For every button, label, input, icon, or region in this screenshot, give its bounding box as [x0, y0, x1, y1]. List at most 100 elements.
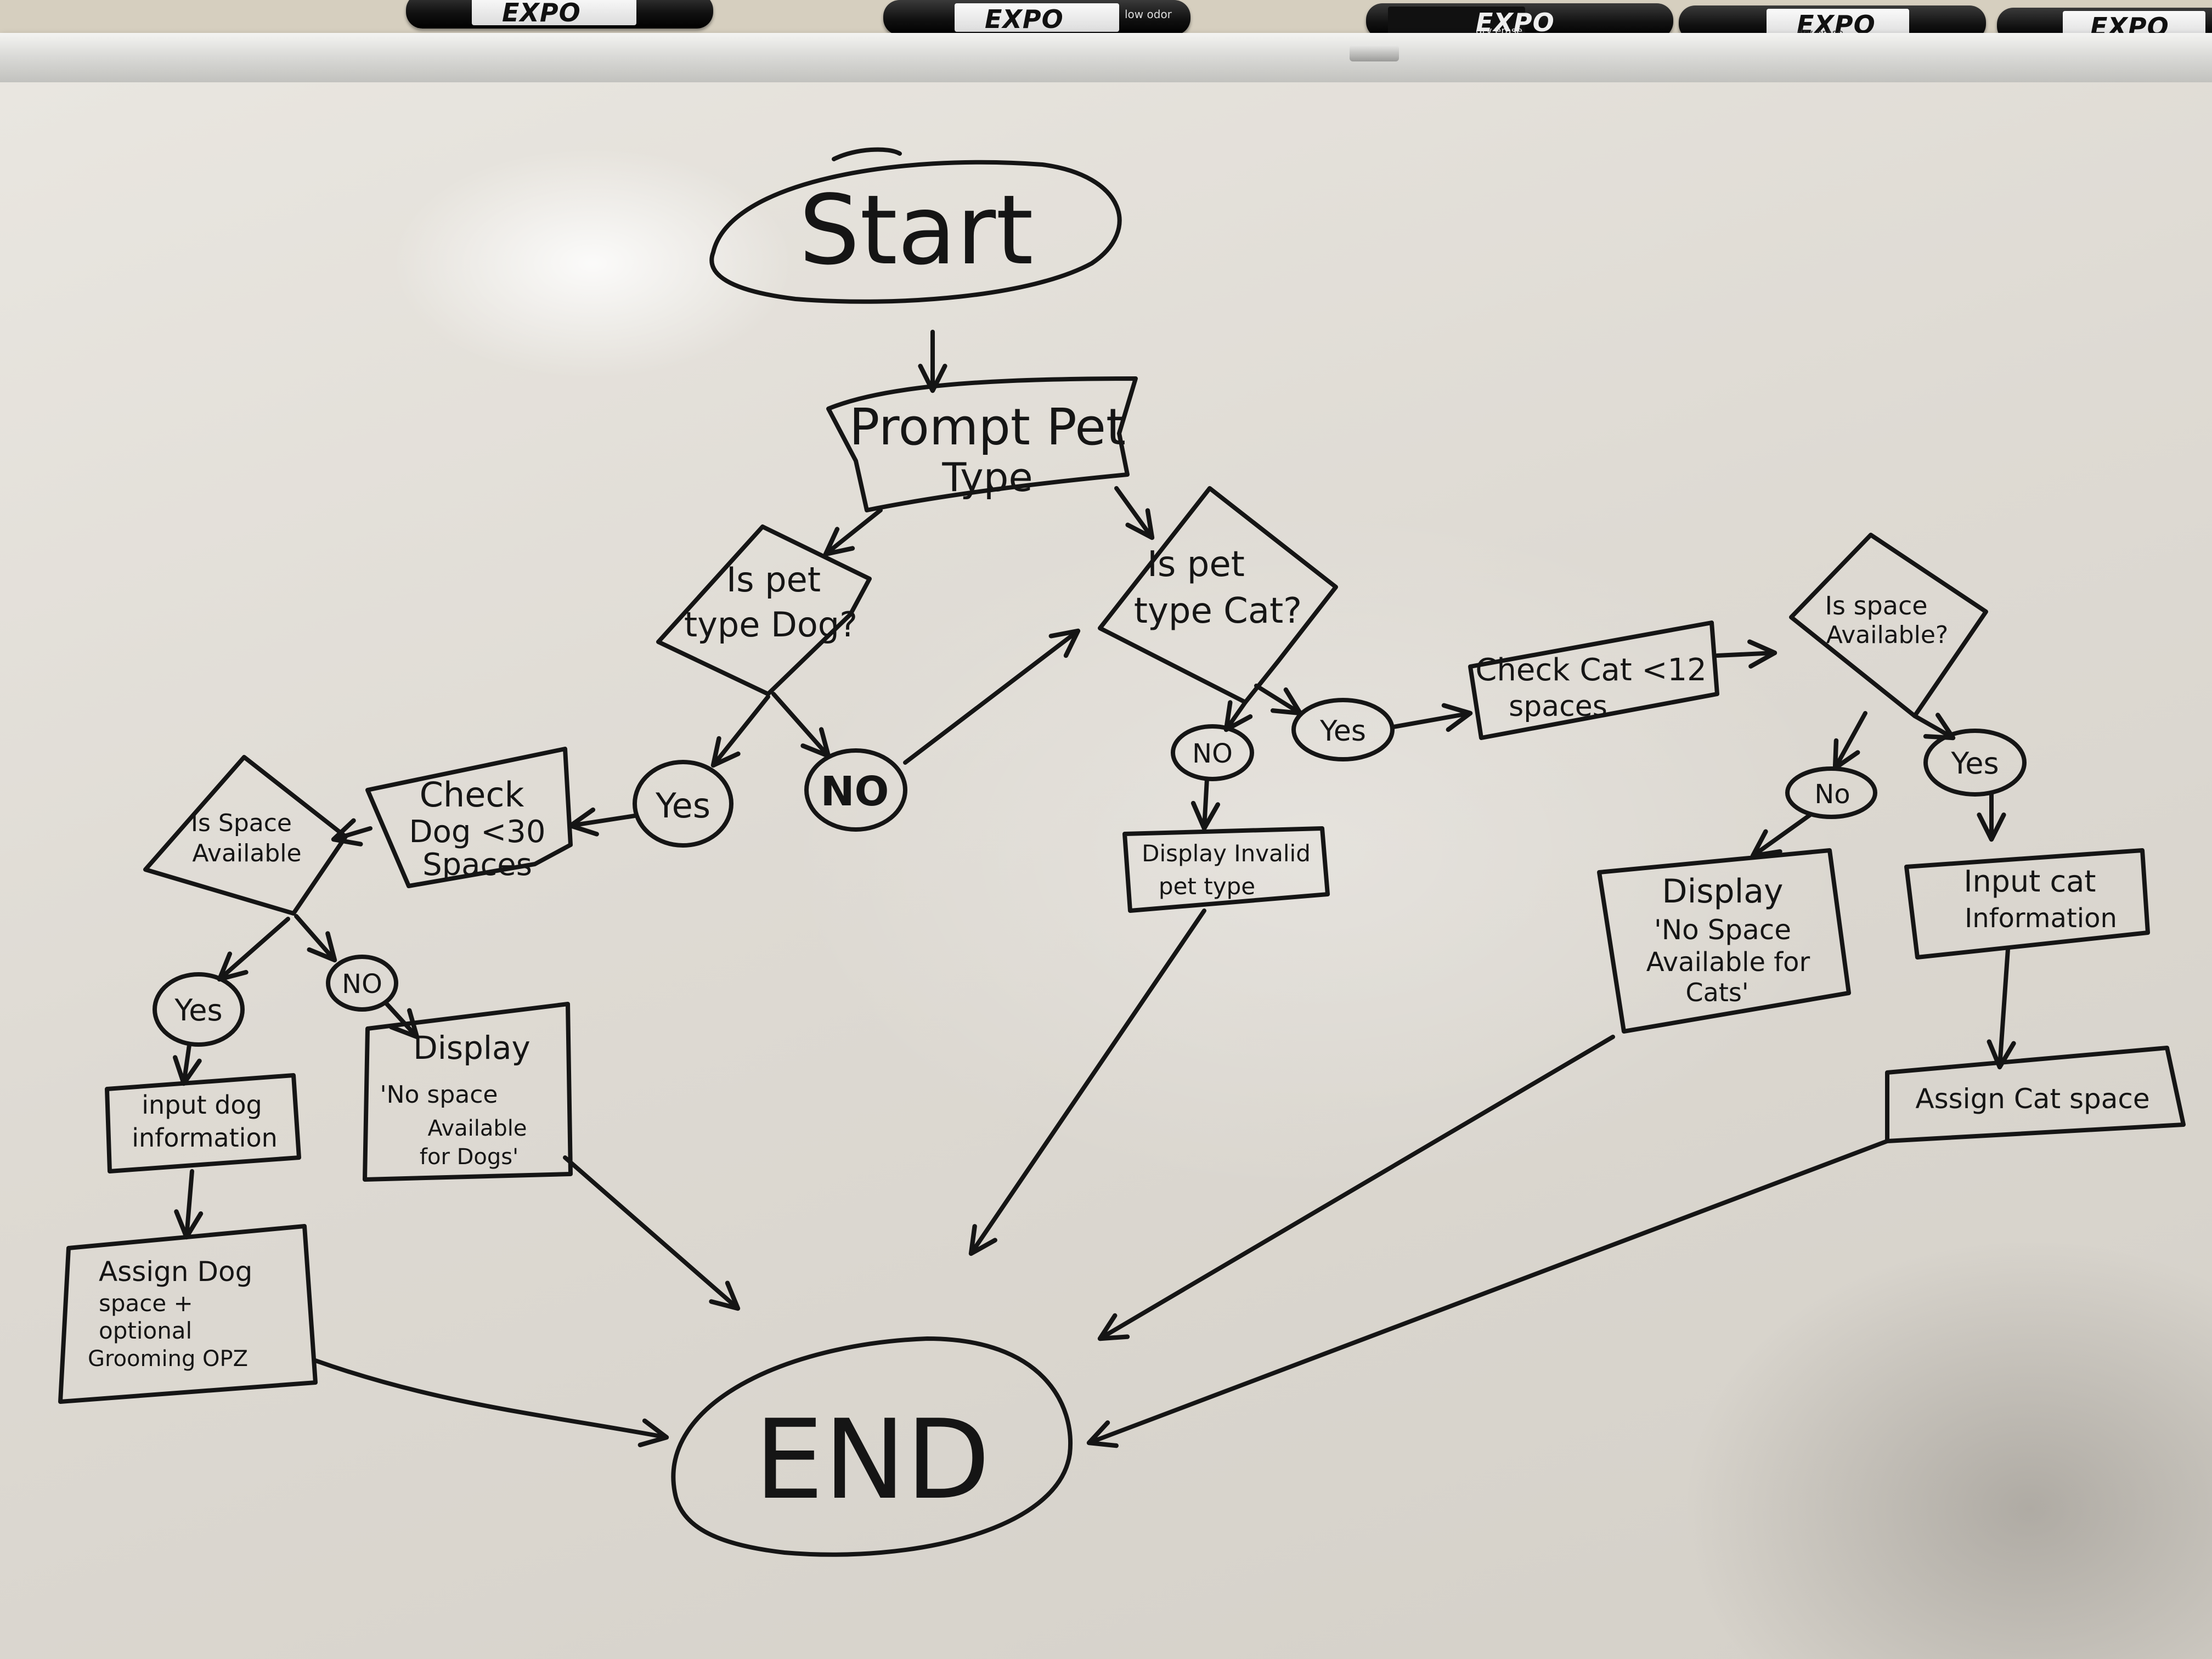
space-dog-label-line-1: Is Space — [191, 809, 292, 837]
assign-dog-label-line-1: Assign Dog — [99, 1256, 252, 1288]
check-dog-label-line-1: Check — [420, 775, 524, 815]
arrow-displaydog-end — [563, 1155, 741, 1311]
check-dog-box — [365, 747, 573, 888]
display-invalid-line-1: Display Invalid — [1142, 840, 1311, 867]
arrow-no-to-cat — [903, 628, 1081, 765]
arrow-inputcat-assign — [1987, 947, 2016, 1070]
expo-marker-2: EXPO low odor — [883, 0, 1190, 35]
arrow-prompt-cat — [1114, 486, 1155, 540]
arrow-cat-no — [1223, 700, 1253, 732]
arrow-no-invalid — [1190, 777, 1221, 831]
expo-marker-1: EXPO — [406, 0, 713, 29]
arrow-displaycat-end — [1097, 1035, 1615, 1341]
check-cat-box — [1468, 620, 1719, 740]
display-no-cat-line-2: 'No Space — [1654, 914, 1791, 946]
display-no-dog-box — [363, 1002, 573, 1182]
arrow-invalid-end — [968, 909, 1206, 1256]
display-invalid-line-2: pet type — [1159, 873, 1255, 900]
expo-marker-3: EXPO dry erase — [1366, 3, 1673, 38]
is-cat-decision — [1098, 486, 1338, 704]
no-dog-space-circle — [326, 955, 398, 1012]
no-dog-circle — [804, 748, 907, 832]
yes-cat-space-label: Yes — [1950, 746, 1999, 781]
assign-cat-label: Assign Cat space — [1915, 1083, 2149, 1115]
arrow-checkdog-space — [331, 818, 373, 847]
prompt-label-line-2: Type — [941, 454, 1032, 500]
display-no-dog-line-3: Available — [427, 1116, 527, 1141]
display-invalid-box — [1122, 826, 1330, 913]
input-cat-box — [1904, 848, 2150, 960]
arrow-no-displaydog — [385, 1002, 420, 1040]
arrow-assigncat-end — [1086, 1139, 1889, 1448]
assign-cat-box — [1885, 1046, 2186, 1143]
input-cat-line-2: Information — [1965, 903, 2117, 934]
is-dog-label-line-2: type Dog? — [684, 605, 857, 645]
no-cat-space-circle — [1785, 766, 1877, 819]
check-cat-line-1: Check Cat <12 — [1475, 652, 1706, 688]
input-dog-box — [105, 1073, 301, 1173]
yes-cat-label: Yes — [1319, 715, 1366, 748]
arrow-inputdog-assign — [174, 1169, 204, 1240]
arrow-yes-checkdog — [568, 807, 637, 837]
arrow-prompt-dog — [823, 508, 883, 557]
marker-brand-label: EXPO — [1476, 8, 1555, 37]
yes-cat-circle — [1291, 698, 1395, 761]
marker-brand-label: EXPO — [502, 0, 581, 27]
connectors — [172, 330, 2016, 1448]
no-cat-space-label: No — [1814, 779, 1850, 810]
arrow-cat-yes — [1254, 684, 1303, 716]
display-no-cat-line-3: Available for — [1646, 947, 1810, 978]
display-no-cat-line-4: Cats' — [1686, 978, 1749, 1007]
end-terminal — [671, 1336, 1073, 1557]
arrow-dog-yes — [710, 695, 770, 768]
yes-dog-label: Yes — [655, 786, 710, 826]
start-label: Start — [799, 175, 1034, 286]
space-dog-label-line-2: Available — [192, 839, 301, 867]
marker-brand-label: EXPO — [985, 4, 1064, 34]
assign-dog-label-line-3: optional — [99, 1317, 192, 1344]
assign-dog-label-line-4: Grooming OPZ — [88, 1346, 248, 1372]
yes-dog-space-circle — [153, 972, 245, 1047]
assign-dog-label-line-2: space + — [99, 1290, 193, 1317]
assign-dog-box — [58, 1224, 318, 1404]
input-cat-line-1: Input cat — [1964, 864, 2096, 899]
end-label: END — [754, 1396, 990, 1524]
yes-dog-circle — [633, 760, 733, 848]
tray-clip — [1350, 45, 1399, 61]
no-dog-space-label: NO — [342, 969, 382, 1000]
space-cat-line-2: Available? — [1826, 621, 1949, 649]
arrow-space-no — [294, 914, 337, 963]
check-cat-line-2: spaces — [1509, 690, 1607, 723]
space-cat-decision — [1789, 533, 1988, 718]
arrow-checkcat-space — [1715, 639, 1778, 669]
prompt-label-line-1: Prompt Pet — [849, 398, 1126, 456]
no-dog-label: NO — [821, 768, 889, 815]
marker-sub-label: low odor — [1125, 8, 1172, 21]
no-cat-circle — [1171, 724, 1254, 781]
arrow-assign-end — [313, 1358, 669, 1448]
yes-dog-space-label: Yes — [174, 993, 222, 1028]
arrow-yes-inputdog — [172, 1043, 202, 1086]
yes-cat-space-circle — [1923, 729, 2027, 797]
display-no-dog-line-4: for Dogs' — [420, 1144, 518, 1170]
input-dog-label-line-2: information — [132, 1123, 278, 1153]
space-cat-line-1: Is space — [1825, 591, 1927, 620]
arrow-space-yes-cat — [1912, 713, 1956, 741]
check-dog-label-line-2: Dog <30 — [409, 814, 546, 850]
no-cat-label: NO — [1192, 738, 1233, 769]
arrow-yes-checkcat — [1391, 703, 1473, 732]
display-no-cat-line-1: Display — [1662, 872, 1783, 911]
prompt-pet-type-box — [826, 376, 1138, 512]
is-dog-label-line-1: Is pet — [726, 560, 821, 600]
display-no-dog-line-2: 'No space — [380, 1081, 498, 1109]
is-dog-decision — [656, 524, 872, 696]
is-cat-label-line-2: type Cat? — [1134, 591, 1302, 631]
check-dog-label-line-3: Spaces — [422, 847, 532, 883]
display-no-dog-line-1: Display — [413, 1029, 531, 1066]
arrow-dog-no — [771, 692, 831, 759]
arrow-space-yes — [217, 917, 290, 982]
input-dog-label-line-1: input dog — [142, 1090, 262, 1120]
start-terminal — [709, 147, 1122, 304]
